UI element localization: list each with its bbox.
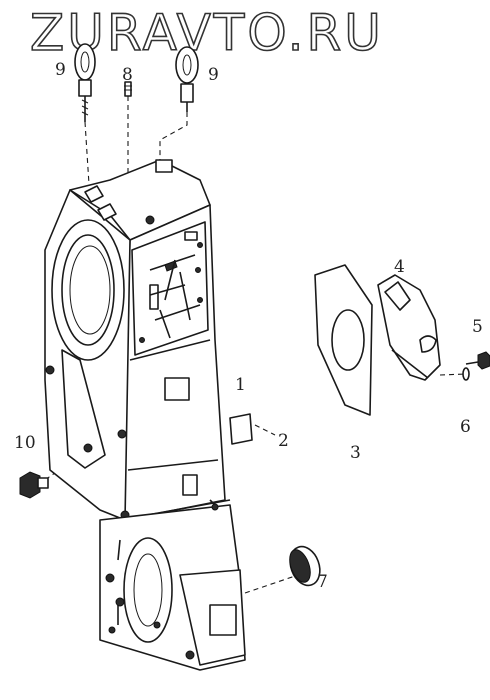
gasket-2 [229,413,253,445]
cover-gasket-3 [314,264,373,416]
eye-bolt-left [74,43,96,122]
eye-bolt-right [175,46,199,112]
washer-6 [462,367,470,381]
plug-7 [289,545,321,587]
callout-5: 5 [472,317,483,337]
cover-4 [377,274,441,381]
callout-6: 6 [460,417,471,437]
leader-9-right [159,112,188,160]
bolt-10 [19,471,49,499]
callout-4: 4 [394,257,405,277]
bolt-5 [465,351,490,370]
callout-9-right: 9 [208,65,219,85]
lower-housing [99,503,246,671]
callout-3: 3 [350,443,361,463]
leader-7 [244,574,299,594]
callout-10: 10 [14,433,36,453]
leader-6 [439,373,467,376]
callout-2: 2 [278,431,289,451]
leader-2 [254,424,276,436]
callout-7: 7 [317,572,328,592]
callout-1: 1 [235,375,246,395]
transfer-case-housing [44,159,231,521]
callout-8: 8 [122,65,133,85]
callout-9-left: 9 [55,60,66,80]
